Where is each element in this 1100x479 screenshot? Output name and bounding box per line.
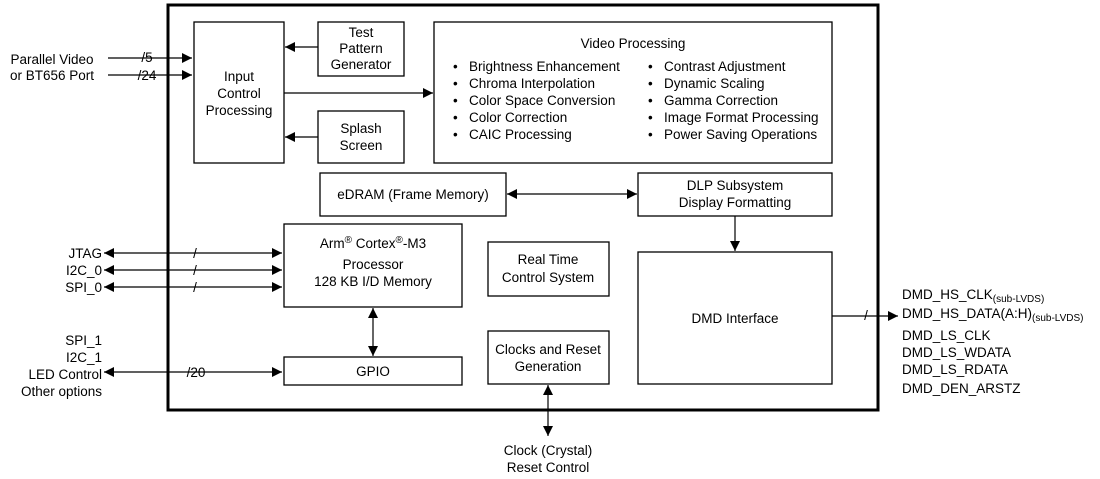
video-processing-features-right: • Contrast Adjustment • Dynamic Scaling • G… — [648, 59, 819, 142]
edram-block — [319, 172, 507, 217]
dmd-ls-clk-label: DMD_LS_CLK — [902, 328, 991, 343]
jtag-bus-slash: / — [193, 246, 197, 261]
svg-text:I2C_1: I2C_1 — [66, 350, 102, 365]
feature-item: Gamma Correction — [664, 93, 778, 108]
i2c-0-label: I2C_0 — [66, 263, 102, 278]
parallel-video-label: Parallel Video or BT656 Port — [10, 52, 94, 83]
bullet: • — [453, 110, 458, 125]
svg-text:Clocks and Reset: Clocks and Reset — [495, 342, 601, 357]
svg-text:Parallel Video: Parallel Video — [10, 52, 93, 67]
test-pattern-generator-block — [317, 21, 405, 77]
spi-0-label: SPI_0 — [65, 280, 102, 295]
feature-item: Brightness Enhancement — [469, 59, 620, 74]
svg-text:Display Formatting: Display Formatting — [679, 195, 792, 210]
svg-text:Pattern: Pattern — [339, 41, 383, 56]
gpio-block — [283, 356, 463, 386]
processor-memory-label: 128 KB I/D Memory — [314, 274, 432, 289]
clocks-reset-block — [487, 330, 610, 385]
bullet: • — [648, 127, 653, 142]
gpio-label: GPIO — [356, 364, 390, 379]
dmd-hs-clk-label: DMD_HS_CLK(sub-LVDS) — [902, 287, 1044, 305]
dlp-subsystem-label: DLP Subsystem Display Formatting — [679, 178, 792, 210]
svg-text:Test: Test — [349, 25, 374, 40]
dmd-interface-label: DMD Interface — [691, 311, 778, 326]
bus-width-5: /5 — [141, 50, 152, 65]
dmd-den-arstz-label: DMD_DEN_ARSTZ — [902, 381, 1021, 396]
svg-text:or BT656 Port: or BT656 Port — [10, 68, 94, 83]
dmd-interface-block — [637, 251, 833, 385]
bullet: • — [453, 93, 458, 108]
svg-text:DLP Subsystem: DLP Subsystem — [687, 178, 784, 193]
bullet: • — [648, 59, 653, 74]
input-control-processing-label: Input Control Processing — [206, 69, 273, 118]
svg-text:LED Control: LED Control — [28, 367, 102, 382]
feature-item: Contrast Adjustment — [664, 59, 786, 74]
feature-item: Color Correction — [469, 110, 567, 125]
svg-text:Input: Input — [224, 69, 254, 84]
svg-text:Reset Control: Reset Control — [507, 460, 590, 475]
bullet: • — [453, 76, 458, 91]
spi-0-bus-slash: / — [193, 280, 197, 295]
svg-text:Clock (Crystal): Clock (Crystal) — [504, 443, 593, 458]
bullet: • — [648, 93, 653, 108]
svg-text:Generator: Generator — [331, 57, 392, 72]
dmd-output-bus-slash: / — [864, 308, 868, 323]
bus-width-20: /20 — [187, 365, 206, 380]
feature-item: Dynamic Scaling — [664, 76, 765, 91]
clocks-reset-label: Clocks and Reset Generation — [495, 342, 601, 374]
svg-text:SPI_1: SPI_1 — [65, 333, 102, 348]
real-time-control-label: Real Time Control System — [502, 252, 594, 285]
dmd-ls-rdata-label: DMD_LS_RDATA — [902, 362, 1008, 377]
splash-screen-block — [317, 110, 405, 164]
svg-text:Splash: Splash — [340, 121, 381, 136]
svg-text:Control System: Control System — [502, 270, 594, 285]
processor-name: Arm® Cortex®-M3 — [320, 235, 426, 251]
feature-item: Chroma Interpolation — [469, 76, 595, 91]
bus-width-24: /24 — [138, 68, 157, 83]
video-processing-title: Video Processing — [581, 36, 686, 51]
bullet: • — [648, 76, 653, 91]
real-time-control-block — [487, 241, 610, 297]
svg-text:Processing: Processing — [206, 103, 273, 118]
clock-reset-input-label: Clock (Crystal) Reset Control — [504, 443, 593, 475]
dmd-hs-data-label: DMD_HS_DATA(A:H)(sub-LVDS) — [902, 306, 1084, 324]
svg-text:Other options: Other options — [21, 384, 102, 399]
svg-text:Screen: Screen — [340, 138, 383, 153]
bullet: • — [453, 59, 458, 74]
gpio-signals-label: SPI_1 I2C_1 LED Control Other options — [21, 333, 102, 399]
edram-label: eDRAM (Frame Memory) — [337, 187, 489, 202]
video-processing-block — [433, 21, 833, 164]
test-pattern-generator-label: Test Pattern Generator — [331, 25, 392, 72]
feature-item: Color Space Conversion — [469, 93, 615, 108]
dmd-ls-wdata-label: DMD_LS_WDATA — [902, 345, 1011, 360]
feature-item: Power Saving Operations — [664, 127, 817, 142]
svg-text:Control: Control — [217, 86, 261, 101]
i2c-0-bus-slash: / — [193, 263, 197, 278]
video-processing-features-left: • Brightness Enhancement • Chroma Interpol… — [453, 59, 620, 142]
bullet: • — [648, 110, 653, 125]
processor-label: Processor — [343, 257, 404, 272]
bullet: • — [453, 127, 458, 142]
arm-processor-block — [283, 223, 463, 308]
feature-item: CAIC Processing — [469, 127, 572, 142]
jtag-label: JTAG — [69, 246, 103, 261]
svg-text:Generation: Generation — [515, 359, 582, 374]
svg-text:Real Time: Real Time — [518, 252, 579, 267]
splash-screen-label: Splash Screen — [340, 121, 383, 153]
feature-item: Image Format Processing — [664, 110, 819, 125]
